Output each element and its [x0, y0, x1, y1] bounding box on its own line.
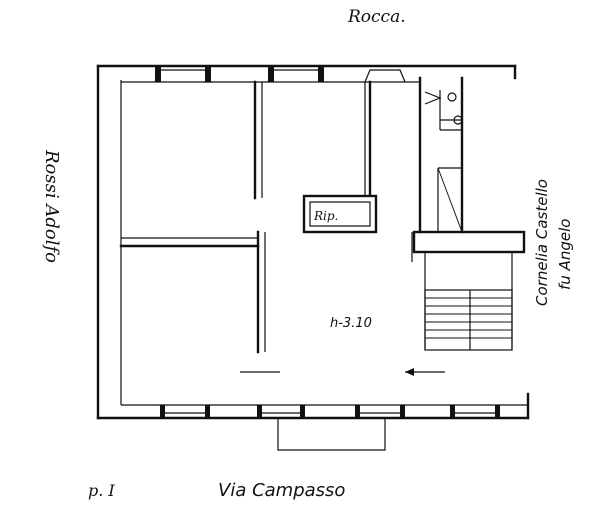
south-street-label: Via Campasso [218, 480, 345, 501]
staircase [411, 230, 526, 351]
balcony [277, 418, 386, 451]
outer-walls [96, 64, 530, 420]
bottom-windows [159, 404, 501, 418]
ceiling-height-label: h-3.10 [330, 316, 372, 331]
east-owner-label-line2: fu Angelo [556, 219, 574, 290]
east-owner-label-line1: Cornelia Castello [533, 179, 551, 306]
top-windows [154, 66, 406, 83]
floor-level-label: p. I [88, 481, 115, 500]
interior-walls [119, 76, 464, 354]
flow-arrows [240, 368, 445, 376]
bathroom-fixtures [424, 91, 463, 125]
storage-room-label: Rip. [313, 209, 338, 223]
west-owner-label: Rossi Adolfo [41, 149, 62, 263]
north-street-label: Rocca. [347, 7, 406, 27]
